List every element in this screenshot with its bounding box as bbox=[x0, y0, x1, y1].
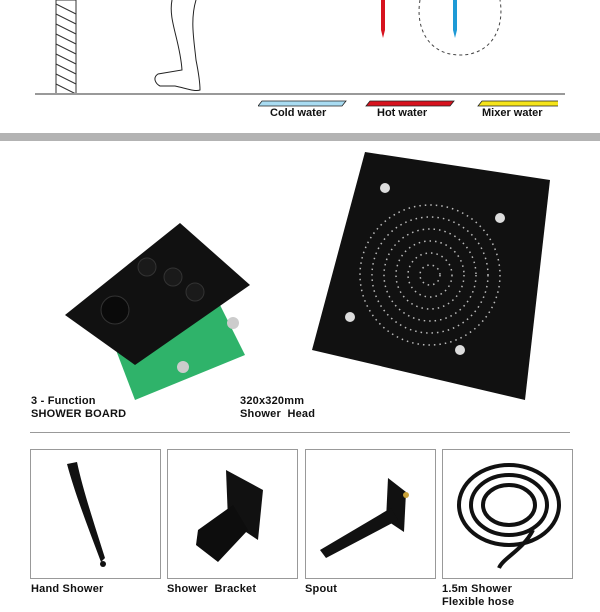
spout-image bbox=[320, 478, 409, 558]
spout-label: Spout bbox=[305, 583, 338, 595]
legend-mixer-water: Mixer water bbox=[482, 107, 543, 119]
label-line: 320x320mm bbox=[240, 395, 305, 407]
divider-line bbox=[30, 432, 570, 433]
label-line: 3 - Function bbox=[31, 395, 96, 407]
wall-hatch bbox=[55, 0, 77, 95]
hand-shower-label: Hand Shower bbox=[31, 583, 104, 595]
cold-water-swatch bbox=[258, 100, 347, 107]
hot-pipe bbox=[381, 0, 385, 38]
hot-water-swatch bbox=[365, 100, 455, 107]
flexible-hose-image bbox=[457, 463, 561, 569]
shower-bracket-box bbox=[167, 449, 298, 579]
flexible-hose-box bbox=[442, 449, 573, 579]
hand-shower-image bbox=[67, 462, 106, 567]
label-line: Shower Head bbox=[240, 408, 316, 420]
installation-diagram bbox=[35, 0, 565, 95]
cold-pipe bbox=[453, 0, 457, 38]
flexible-hose-label: 1.5m Shower Flexible hose bbox=[442, 583, 515, 608]
dashed-ellipse bbox=[418, 0, 502, 56]
shower-bracket-label: Shower Bracket bbox=[167, 583, 257, 595]
hand-shower-box bbox=[30, 449, 161, 579]
shower-bracket-image bbox=[196, 470, 263, 562]
shower-board-image bbox=[65, 223, 250, 400]
legend-cold-water: Cold water bbox=[270, 107, 327, 119]
label-line: SHOWER BOARD bbox=[31, 408, 127, 420]
spout-box bbox=[305, 449, 436, 579]
legend-hot-water: Hot water bbox=[377, 107, 428, 119]
person-legs bbox=[154, 0, 201, 91]
mixer-water-swatch bbox=[477, 100, 558, 107]
legend-swatches bbox=[258, 100, 558, 107]
section-divider-band bbox=[0, 133, 600, 141]
shower-head-image bbox=[312, 152, 550, 400]
